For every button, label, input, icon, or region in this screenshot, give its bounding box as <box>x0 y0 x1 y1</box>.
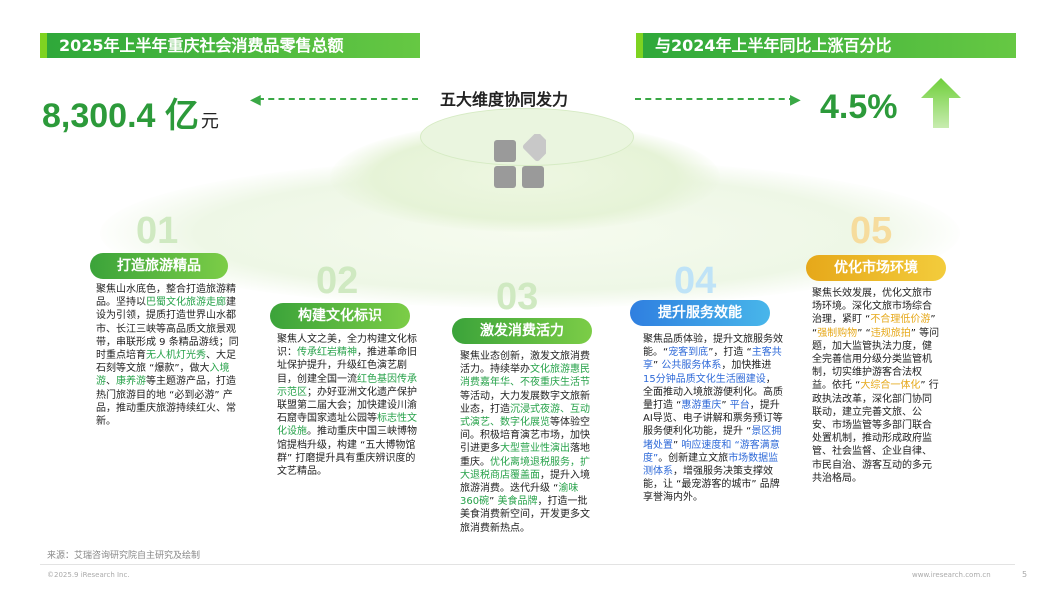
header-left-text: 2025年上半年重庆社会消费品零售总额 <box>47 33 420 58</box>
highlight-text: 入境游 <box>96 363 230 388</box>
highlight-text: 15分钟品质文化生活圈建设 <box>643 373 766 385</box>
card-05-body: 聚焦长效发展，优化文旅市场环境。深化文旅市场综合治理，紧盯 “不合理低价游” “… <box>812 287 940 485</box>
body-text: 等主题游产品，打造热门旅游目的地 “必到必游” 产品，推动重庆旅游持续红火、常新… <box>96 376 236 428</box>
total-value: 8,300.4 亿元 <box>42 88 219 137</box>
body-text: ，打造一批美食消费新空间，开发更多文旅消费新热点。 <box>460 496 590 534</box>
highlight-text: 响应速度和 “游客满意度” <box>643 439 780 464</box>
highlight-text: 违规旅拍 <box>870 327 911 339</box>
body-text: ，提升入境旅游消费。迭代升级 “ <box>460 469 590 495</box>
body-text: 聚焦业态创新，激发文旅消费活力。持续举办 <box>460 351 590 376</box>
card-02-number: 02 <box>316 260 359 302</box>
body-text: ，加快推进 <box>721 360 772 372</box>
total-value-number: 8,300.4 <box>42 97 156 135</box>
dashed-line-left <box>258 98 418 100</box>
highlight-text: 公共服务体系 <box>661 360 722 372</box>
up-arrow-icon <box>921 78 961 128</box>
card-01-number: 01 <box>136 210 179 252</box>
body-text: ，推进革命旧址保护提升，升级红色演艺剧目，创建全国一流 <box>277 347 417 385</box>
body-text: 聚焦品质体验，提升文旅服务效能。“ <box>643 334 783 359</box>
highlight-text: 标志性文化设施 <box>277 413 417 438</box>
dashed-line-right <box>635 98 795 100</box>
footer-divider <box>40 564 1015 565</box>
highlight-text: 宠客到底 <box>668 347 709 359</box>
body-text: 聚焦长效发展，优化文旅市场环境。深化文旅市场综合治理，紧盯 “ <box>812 288 932 326</box>
center-title: 五大维度协同发力 <box>440 90 569 109</box>
body-text: ，全面推动入境旅游便利化。高质量打造 “ <box>643 373 783 412</box>
card-04-number: 04 <box>674 260 717 302</box>
page-number: 5 <box>1022 570 1028 579</box>
body-text: 聚焦山水底色，整合打造旅游精品。坚持以 <box>96 284 236 309</box>
highlight-text: 大综合一体化 <box>860 380 921 392</box>
highlight-text: 强制购物 <box>817 327 858 339</box>
card-02-title: 构建文化标识 <box>270 303 410 329</box>
card-05-number: 05 <box>850 210 893 252</box>
growth-value: 4.5% <box>820 88 898 126</box>
card-03-title: 激发消费活力 <box>452 318 592 344</box>
body-text: ”，打造 “ <box>708 347 752 359</box>
highlight-text: 巴蜀文化旅游走廊 <box>146 297 226 309</box>
body-text: 、 <box>106 376 116 388</box>
source-note: 来源：艾瑞咨询研究院自主研究及绘制 <box>47 551 201 561</box>
card-01-body: 聚焦山水底色，整合打造旅游精品。坚持以巴蜀文化旅游走廊建设为引领，提质打造世界山… <box>96 283 239 428</box>
body-text: 建设为引领，提质打造世界山水都市、长江三峡等高品质文旅景观带，串联形成 9 条精… <box>96 297 239 362</box>
highlight-text: 市场数据监测体系 <box>643 452 779 478</box>
card-04-body: 聚焦品质体验，提升文旅服务效能。“宠客到底”，打造 “主客共享” 公共服务体系，… <box>643 333 783 505</box>
body-text: 。推动重庆中国三峡博物馆提档升级，构建 “五大博物馆群” 打磨提升具有重庆辨识度… <box>277 426 417 478</box>
body-text: ，提升AI导览、电子讲解和票务预订等服务便利化功能，提升 “ <box>643 400 783 438</box>
body-text: 等活动，大力发展数字文旅新业态，打造 <box>460 390 590 415</box>
site-url: www.iresearch.com.cn <box>912 571 991 579</box>
highlight-text: 优化离境退税服务，扩大退税商店覆盖面 <box>460 456 590 481</box>
highlight-text: 无人机灯光秀 <box>146 350 206 362</box>
card-01-title: 打造旅游精品 <box>90 253 228 279</box>
body-text: 聚焦人文之美，全力构建文化标识： <box>277 334 417 359</box>
body-text: 等体验空间。积极培育演艺市场，加快引进更多 <box>460 417 590 455</box>
highlight-text: 平台 <box>729 400 750 412</box>
highlight-text: 沉浸式夜游、互动式演艺、数字化展览 <box>460 403 590 429</box>
total-value-unit-sub: 元 <box>200 111 219 131</box>
body-text: 落地重庆。 <box>460 443 590 468</box>
arrow-left-icon: ◀ <box>250 92 261 108</box>
highlight-text: 康养游 <box>116 376 146 388</box>
body-text: ” <box>673 439 682 451</box>
platform-top <box>420 108 634 166</box>
body-text: 、大足石刻等文旅 “爆款”，做大 <box>96 350 236 375</box>
highlight-text: 渝味360碗 <box>460 483 579 508</box>
highlight-text: 不合理低价游 <box>870 314 931 326</box>
highlight-text: 景区拥堵处置 <box>643 426 782 451</box>
highlight-text: 文化旅游惠民消费嘉年华、不夜重庆生活节 <box>460 364 590 389</box>
highlight-text: 红色基因传承示范区 <box>277 373 417 398</box>
body-text: ” 等问题，加大监管执法力度，健全完善信用分级分类监管机制，切实维护游客合法权益… <box>812 327 940 392</box>
arrow-right-icon: ▶ <box>790 92 801 108</box>
body-text: ” 行政执法改革，深化部门协同联动，建立完善文旅、公安、市场监管等多部门联合处置… <box>812 380 939 484</box>
highlight-text: 大型营业性演出 <box>500 443 570 455</box>
body-text: ，增强服务决策支撑效能，让 “最宠游客的城市” 品牌享誉海内外。 <box>643 466 780 504</box>
tile-logo-icon <box>494 134 546 188</box>
body-text: ” <box>653 360 662 372</box>
copyright: ©2025.9 iResearch Inc. <box>47 571 130 579</box>
header-right-text: 与2024年上半年同比上涨百分比 <box>643 33 1016 58</box>
highlight-text: 传承红岩精神 <box>297 347 357 359</box>
header-left: 2025年上半年重庆社会消费品零售总额 <box>40 33 420 58</box>
header-right: 与2024年上半年同比上涨百分比 <box>636 33 1016 58</box>
card-02-body: 聚焦人文之美，全力构建文化标识：传承红岩精神，推进革命旧址保护提升，升级红色演艺… <box>277 333 421 478</box>
highlight-text: 惠游重庆 <box>681 400 722 412</box>
card-03-body: 聚焦业态创新，激发文旅消费活力。持续举办文化旅游惠民消费嘉年华、不夜重庆生活节等… <box>460 350 590 535</box>
body-text: ；办好亚洲文化遗产保护联盟第二届大会；加快建设川渝石窟寺国家遗址公园等 <box>277 386 417 425</box>
body-text: ” “ <box>812 314 936 339</box>
highlight-text: 美食品牌 <box>497 496 538 508</box>
body-text: 。创新建立文旅 <box>658 452 729 464</box>
body-text: ” “ <box>857 327 871 339</box>
body-text: ” <box>721 400 730 412</box>
highlight-text: 主客共享 <box>643 347 782 372</box>
card-05-title: 优化市场环境 <box>806 255 946 281</box>
total-value-unit: 亿 <box>164 97 199 135</box>
card-04-title: 提升服务效能 <box>630 300 770 326</box>
body-text: ” <box>489 496 498 508</box>
card-03-number: 03 <box>496 276 539 318</box>
